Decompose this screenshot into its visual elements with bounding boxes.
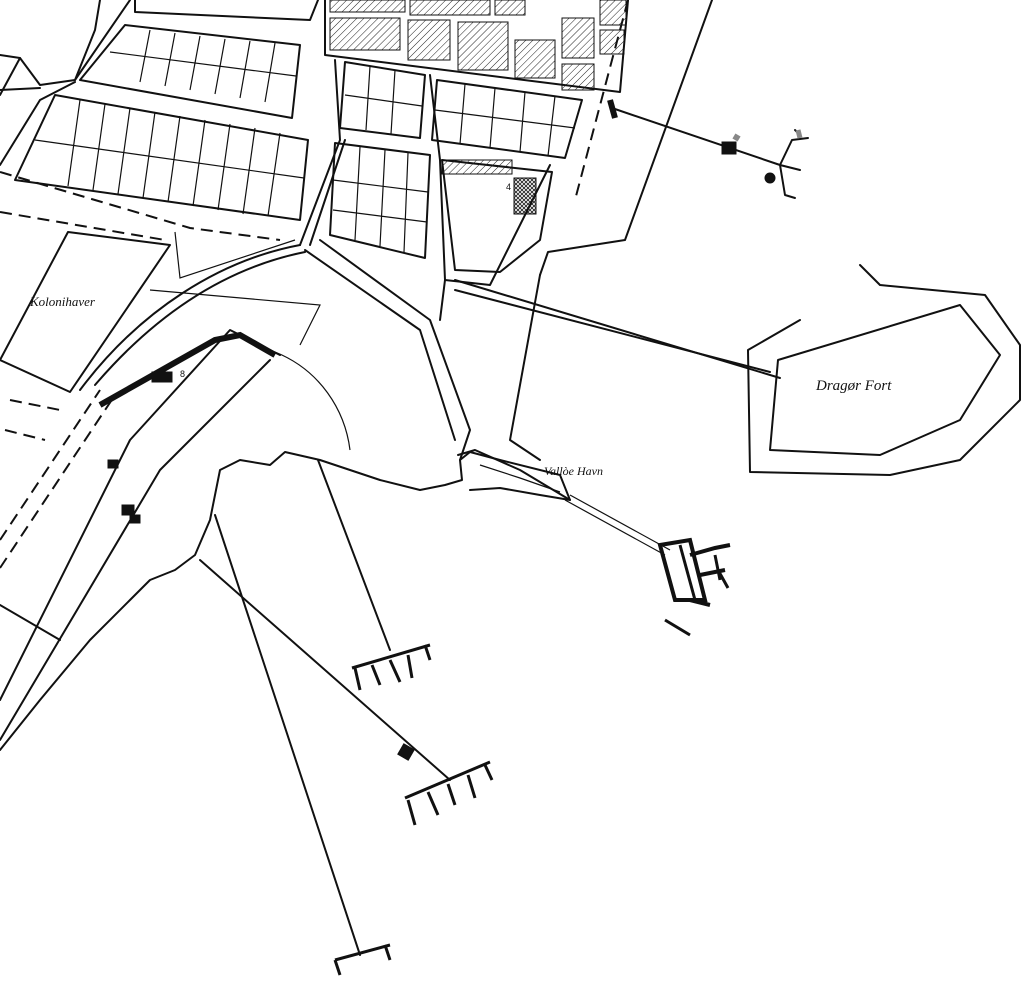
kolonihaver-area: Kolonihaver: [0, 231, 321, 393]
town-blocks: 4: [0, 0, 713, 461]
dragor-fort: Dragør Fort: [747, 264, 1021, 476]
label-dragor-fort: Dragør Fort: [815, 378, 892, 394]
marker-4: 4: [506, 182, 511, 192]
pier-top-right: [607, 99, 809, 199]
vallo-havn-harbour: Vallòe Havn: [457, 449, 731, 637]
label-vallo-havn: Vallòe Havn: [544, 464, 603, 478]
railway-lines: [0, 171, 281, 569]
marker-8: 8: [180, 369, 185, 379]
roads: [0, 59, 781, 461]
coast-and-rail: 8: [0, 244, 571, 751]
long-piers: [199, 459, 494, 976]
label-kolonihaver: Kolonihaver: [29, 294, 96, 309]
